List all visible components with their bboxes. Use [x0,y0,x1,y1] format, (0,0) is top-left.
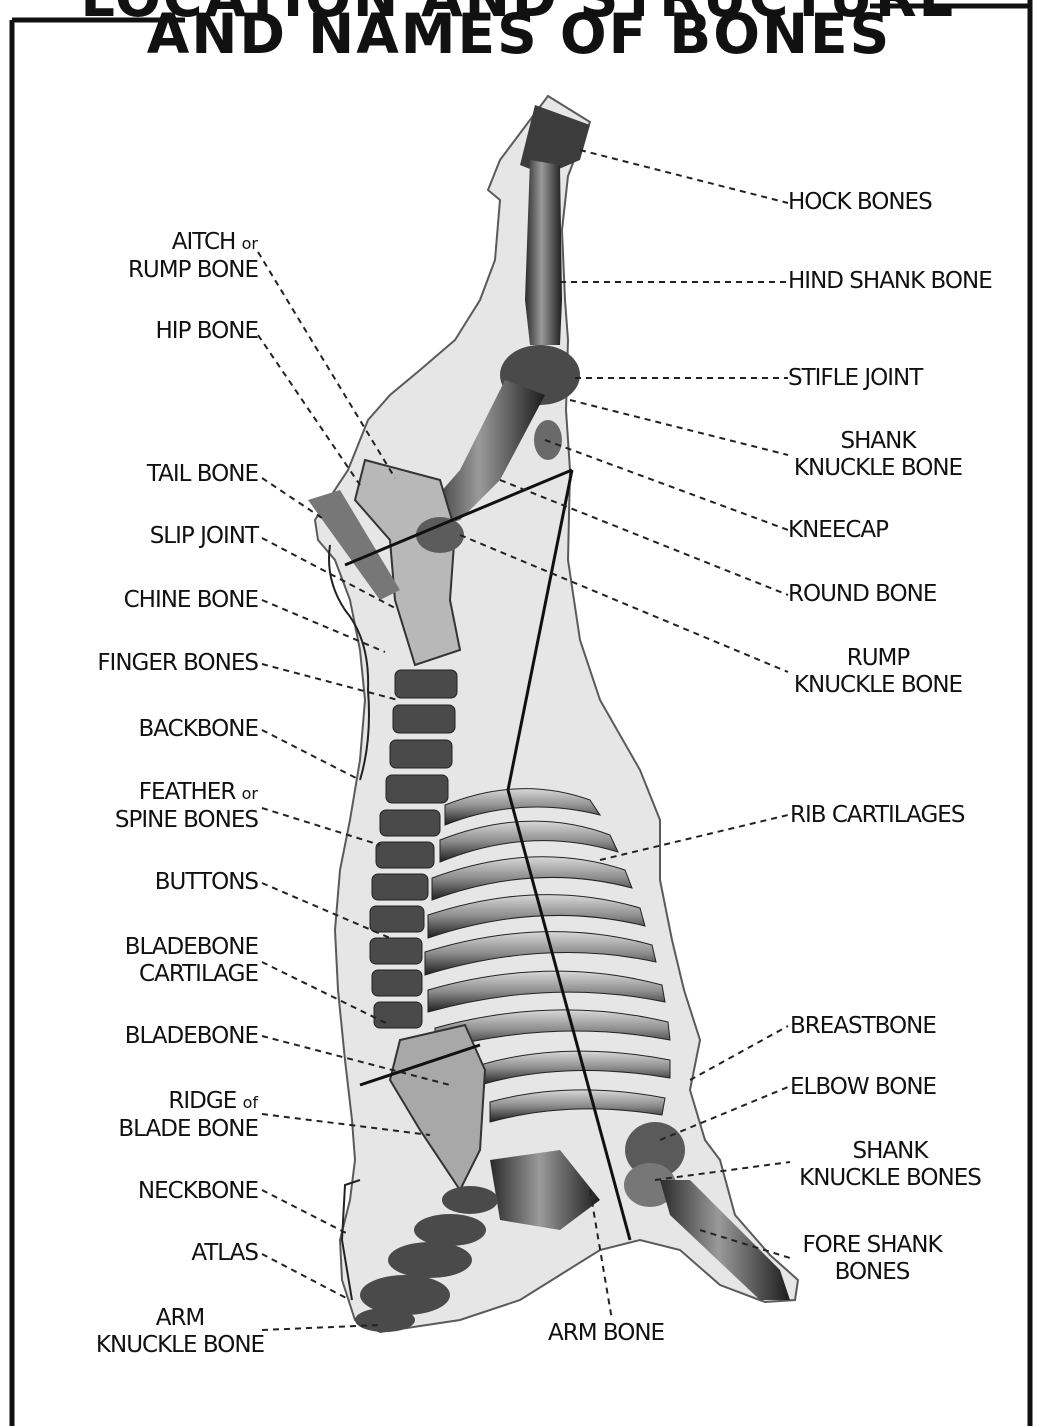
label-feather-line2: SPINE BONES [90,807,258,834]
label-feather-line1: FEATHER [139,779,236,805]
label-slip-joint: SLIP JOINT [90,523,258,550]
label-tail-bone: TAIL BONE [90,461,258,488]
label-kneecap: KNEECAP [788,517,888,544]
label-neckbone: NECKBONE [90,1178,258,1205]
label-feather-bones: FEATHER or SPINE BONES [90,779,258,834]
label-elbow-bone: ELBOW BONE [790,1074,936,1101]
label-rumpknuckle-line1: RUMP [778,645,978,672]
label-hind-shank-bone: HIND SHANK BONE [788,268,992,295]
label-rump-knuckle-bone: RUMP KNUCKLE BONE [778,645,978,699]
label-bladebone-cartilage: BLADEBONE CARTILAGE [90,934,258,988]
label-ridge-of: of [243,1093,258,1112]
label-aitch-line1: AITCH [172,229,236,255]
label-foreshank-line2: BONES [772,1259,972,1286]
label-shankknuckles-line2: KNUCKLE BONES [785,1165,995,1192]
label-stifle-joint: STIFLE JOINT [788,365,922,392]
label-arm-knuckle-bone: ARM KNUCKLE BONE [80,1305,280,1359]
label-buttons: BUTTONS [90,869,258,896]
label-round-bone: ROUND BONE [788,581,936,608]
label-rumpknuckle-line2: KNUCKLE BONE [778,672,978,699]
label-hip-bone: HIP BONE [90,318,258,345]
label-ridge-line2: BLADE BONE [80,1116,258,1143]
label-aitch-bone: AITCH or RUMP BONE [90,229,258,284]
label-foreshank-line1: FORE SHANK [772,1232,972,1259]
label-finger-bones: FINGER BONES [70,650,258,677]
label-rib-cartilages: RIB CARTILAGES [790,802,964,829]
label-backbone: BACKBONE [90,716,258,743]
label-shankknuckle-line1: SHANK [778,428,978,455]
label-arm-bone: ARM BONE [548,1320,664,1347]
label-hock-bones: HOCK BONES [788,189,932,216]
label-shankknuckles-line1: SHANK [785,1138,995,1165]
label-shank-knuckle-bones: SHANK KNUCKLE BONES [785,1138,995,1192]
label-aitch-or: or [242,234,258,253]
label-chine-bone: CHINE BONE [90,587,258,614]
label-bladebone: BLADEBONE [90,1023,258,1050]
label-aitch-line2: RUMP BONE [90,257,258,284]
label-ridge-of-blade-bone: RIDGE of BLADE BONE [80,1088,258,1143]
label-bladecart-line1: BLADEBONE [90,934,258,961]
label-bladecart-line2: CARTILAGE [90,961,258,988]
label-feather-or: or [242,784,258,803]
label-shank-knuckle-bone: SHANK KNUCKLE BONE [778,428,978,482]
label-atlas: ATLAS [90,1240,258,1267]
label-armknuckle-line1: ARM [80,1305,280,1332]
label-fore-shank-bones: FORE SHANK BONES [772,1232,972,1286]
label-ridge-line1: RIDGE [168,1088,236,1114]
label-shankknuckle-line2: KNUCKLE BONE [778,455,978,482]
hind-shank-bone-shape [525,160,562,345]
label-armknuckle-line2: KNUCKLE BONE [80,1332,280,1359]
label-breastbone: BREASTBONE [790,1013,936,1040]
